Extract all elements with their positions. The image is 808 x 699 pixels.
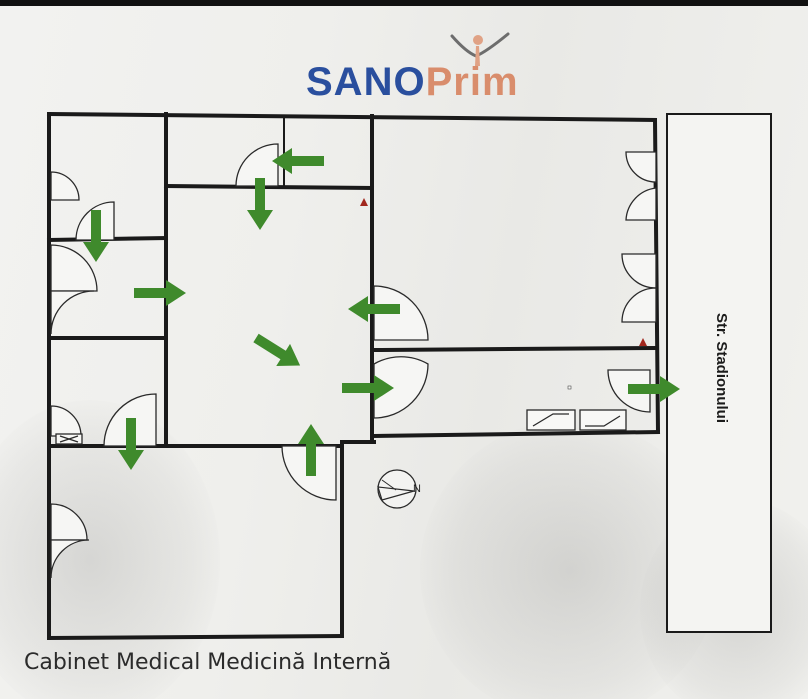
- exit-arrow-icon: [249, 326, 307, 377]
- door-swing: [625, 187, 657, 221]
- door-swing: [50, 405, 82, 437]
- door-swing: [373, 356, 429, 419]
- wall-interior: [163, 183, 375, 191]
- door-swing: [621, 287, 657, 323]
- top-border: [0, 0, 808, 6]
- street-road: [666, 113, 772, 633]
- stairs-line: [532, 413, 569, 427]
- plan-caption: Cabinet Medical Medicină Internă: [24, 650, 392, 675]
- stairs-line: [585, 415, 621, 427]
- door-swing: [50, 244, 98, 292]
- exit-arrow-icon: [272, 148, 324, 174]
- wall-interior: [371, 345, 658, 353]
- door-swing: [50, 290, 95, 335]
- door-swing: [50, 503, 88, 541]
- door-swing: [625, 151, 657, 183]
- logo-text-secondary: Prim: [425, 60, 519, 104]
- door-swing: [50, 171, 80, 201]
- utility-box-cross: [59, 435, 79, 443]
- fire-marker-icon: [639, 338, 647, 346]
- compass-letter: N: [413, 483, 421, 495]
- stairs-icon: [579, 409, 627, 431]
- fire-marker-icon: [360, 198, 368, 206]
- door-swing: [50, 539, 90, 579]
- street-label-text: Str. Stadionului: [713, 313, 731, 424]
- stairs-icon: [526, 409, 576, 431]
- wall-corridor-bottom: [371, 429, 661, 439]
- street-label: Str. Stadionului: [714, 313, 731, 423]
- door-swing: [621, 253, 657, 289]
- person-logo-icon: [450, 32, 510, 66]
- exit-arrow-icon: [134, 280, 186, 306]
- logo-text-primary: SANO: [306, 60, 426, 104]
- marker-dot: [567, 385, 572, 390]
- photo-shadow: [0, 400, 220, 699]
- wall-bottom: [46, 633, 345, 641]
- door-swing: [235, 143, 279, 187]
- wall-top: [46, 111, 658, 123]
- door-swing: [373, 285, 429, 341]
- compass-icon: [377, 469, 417, 509]
